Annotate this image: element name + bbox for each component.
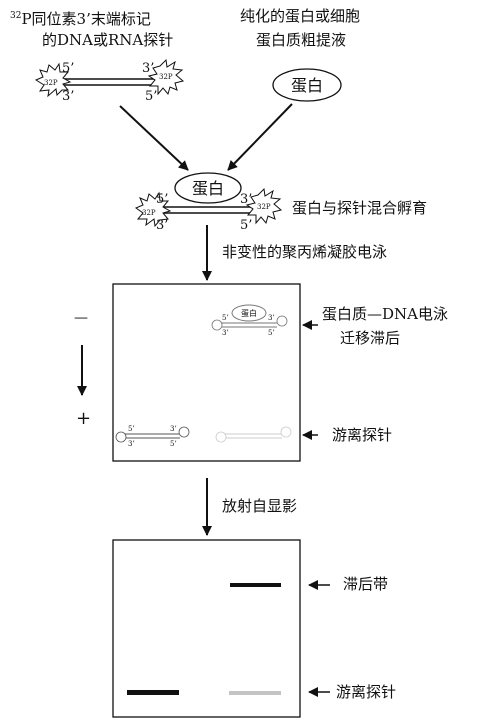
protein-label: 蛋白 [291,76,323,95]
starburst-icon [134,191,172,228]
arrow-protein-to-mix [227,103,293,171]
gel-free-probe: 5’ 3’ 3’ 5’ [115,425,190,448]
protein-label: 蛋白 [241,308,257,318]
protein-label: 蛋白 [192,179,224,198]
three-prime-label: 3’ [62,89,74,104]
three-prime-label: 3’ [170,425,177,433]
five-prime-label: 5’ [222,314,229,322]
autoradiography-caption: 放射自显影 [222,497,298,515]
free-probe-band-dark [127,690,179,695]
protein-oval [272,68,342,102]
shift-label-line1: 蛋白质—DNA电泳 [322,305,448,323]
gel-free-probe-faint [215,426,292,443]
starburst-icon [34,62,72,98]
five-prime-label: 5’ [268,329,275,337]
starburst-icon [147,58,185,96]
free-probe-band-faint [229,691,281,695]
three-prime-label: 3’ [268,314,275,322]
three-prime-label: 3’ [128,440,135,448]
minus-sign: — [74,310,88,326]
top-probe: 32P 32P 5’ 3’ 3’ 5’ [34,58,185,104]
probe-title-line1: 32P同位素3’末端标记 [10,6,151,29]
probe-title-line2: 的DNA或RNA探针 [42,31,174,49]
incubation-caption: 蛋白与探针混合孵育 [292,199,428,217]
probe-title-text: P同位素3’末端标记 [21,10,151,28]
five-prime-label: 5’ [156,192,168,207]
five-prime-label: 5’ [62,61,74,76]
starburst-icon [245,187,283,225]
protein-probe-complex: 蛋白 32P 32P 5’ 3’ 3’ 5’ [134,172,283,233]
five-prime-label: 5’ [240,218,252,233]
electrophoresis-gel [112,283,301,462]
three-prime-label: 3’ [222,329,229,337]
free-probe-label-film: 游离探针 [336,683,397,701]
gel-shifted-complex: 蛋白 5’ 3’ 3’ 5’ [211,304,288,337]
p32-label: 32P [159,73,173,81]
shift-band-label: 滞后带 [343,575,389,593]
autoradiograph-film [112,539,301,718]
electrophoresis-caption: 非变性的聚丙烯凝胶电泳 [222,243,388,261]
protein-source-line1: 纯化的蛋白或细胞 [240,7,361,25]
free-probe-label-gel: 游离探针 [332,426,393,444]
protein-source-line2: 蛋白质粗提液 [256,31,347,49]
shifted-band [230,583,281,587]
isotope-superscript: 32 [10,11,22,21]
plus-sign: + [76,408,92,429]
three-prime-label: 3’ [142,61,154,76]
three-prime-label: 3’ [156,218,168,233]
p32-label: 32P [257,203,271,211]
five-prime-label: 5’ [170,440,177,448]
p32-label: 32P [142,209,156,217]
five-prime-label: 5’ [128,425,135,433]
arrow-probe-to-mix [119,105,189,171]
three-prime-label: 3’ [240,192,252,207]
five-prime-label: 5’ [145,89,157,104]
shift-label-line2: 迁移滞后 [340,329,401,347]
p32-label: 32P [44,79,58,87]
